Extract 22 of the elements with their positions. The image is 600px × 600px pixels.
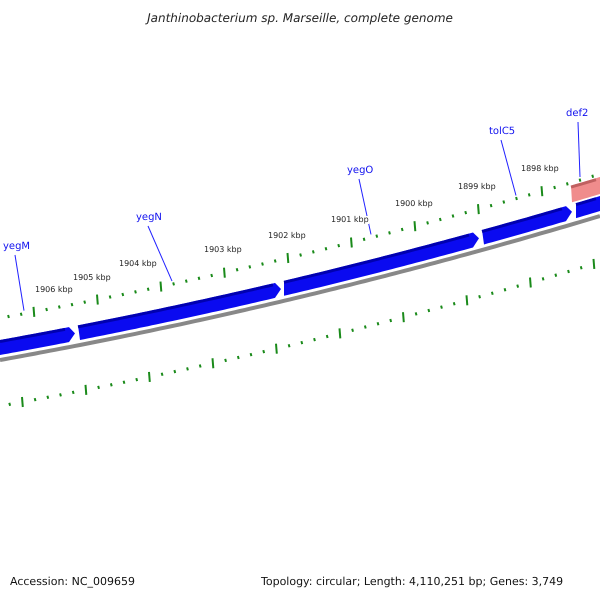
scale-label: 1898 kbp <box>521 165 559 174</box>
gene-label: yegM <box>3 242 30 252</box>
scale-label: 1901 kbp <box>331 216 369 224</box>
scale-label: 1904 kbp <box>119 260 157 268</box>
scale-label: 1899 kbp <box>458 182 496 191</box>
scale-label: 1903 kbp <box>204 246 242 254</box>
gene-label: yegO <box>347 166 374 176</box>
gene-label: def2 <box>566 109 588 119</box>
leader-line <box>578 122 580 178</box>
accession-note: Accession: NC_009659 <box>10 576 136 587</box>
scale-label: 1902 kbp <box>268 232 306 240</box>
scale-label: 1900 kbp <box>395 200 433 208</box>
leader-line <box>500 140 516 196</box>
scale-label: 1906 kbp <box>35 286 73 294</box>
gene-label: tolC5 <box>489 127 516 137</box>
leader-line <box>148 226 172 282</box>
diagram-title: Janthinobacterium sp. Marseille, complete genome <box>144 12 454 24</box>
leader-line <box>14 254 24 312</box>
scale-label: 1905 kbp <box>73 274 111 282</box>
leader-line <box>358 178 372 235</box>
genome-summary-note: Topology: circular; Length: 4,110,251 bp; Genes: 3,749 <box>261 576 564 587</box>
gene-label: yegN <box>136 213 162 223</box>
